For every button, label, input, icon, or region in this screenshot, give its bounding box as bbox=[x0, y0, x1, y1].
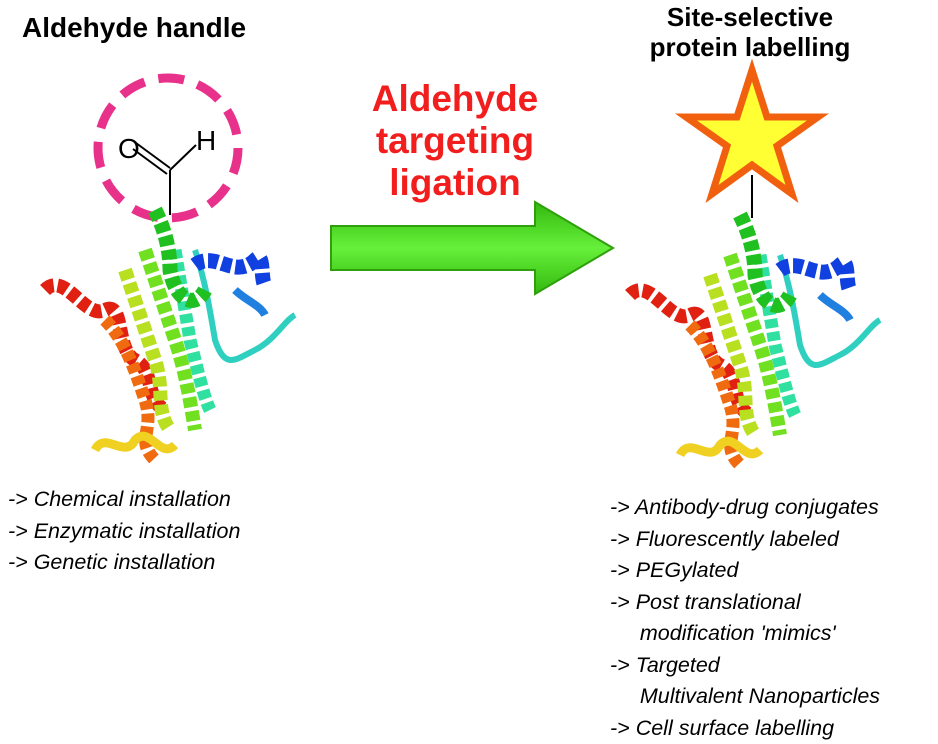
list-item: modification 'mimics' bbox=[610, 618, 880, 650]
list-item: -> Chemical installation bbox=[8, 484, 240, 516]
list-item: -> Post translational bbox=[610, 587, 880, 619]
list-item: Multivalent Nanoparticles bbox=[610, 681, 880, 713]
protein-ribbon-right bbox=[630, 215, 880, 465]
right-list: -> Antibody-drug conjugates -> Fluoresce… bbox=[610, 492, 880, 744]
arrow-right-icon bbox=[331, 202, 613, 294]
svg-text:H: H bbox=[196, 125, 216, 156]
left-title: Aldehyde handle bbox=[22, 12, 246, 44]
protein-ribbon-left bbox=[45, 210, 295, 460]
list-item: -> Genetic installation bbox=[8, 547, 240, 579]
center-title-line: ligation bbox=[300, 162, 610, 204]
center-title-line: targeting bbox=[300, 120, 610, 162]
left-list: -> Chemical installation -> Enzymatic in… bbox=[8, 484, 240, 579]
list-item: -> Fluorescently labeled bbox=[610, 524, 880, 556]
list-item: -> Cell surface labelling bbox=[610, 713, 880, 744]
center-title-line: Aldehyde bbox=[300, 78, 610, 120]
list-item: -> Targeted bbox=[610, 650, 880, 682]
list-item: -> Enzymatic installation bbox=[8, 516, 240, 548]
center-title: Aldehyde targeting ligation bbox=[300, 78, 610, 204]
list-item: -> PEGylated bbox=[610, 555, 880, 587]
right-title: Site-selective protein labelling bbox=[600, 2, 900, 62]
right-title-line: protein labelling bbox=[600, 32, 900, 62]
aldehyde-structure: O H bbox=[118, 125, 216, 215]
right-title-line: Site-selective bbox=[600, 2, 900, 32]
list-item: -> Antibody-drug conjugates bbox=[610, 492, 880, 524]
svg-text:O: O bbox=[118, 133, 140, 164]
